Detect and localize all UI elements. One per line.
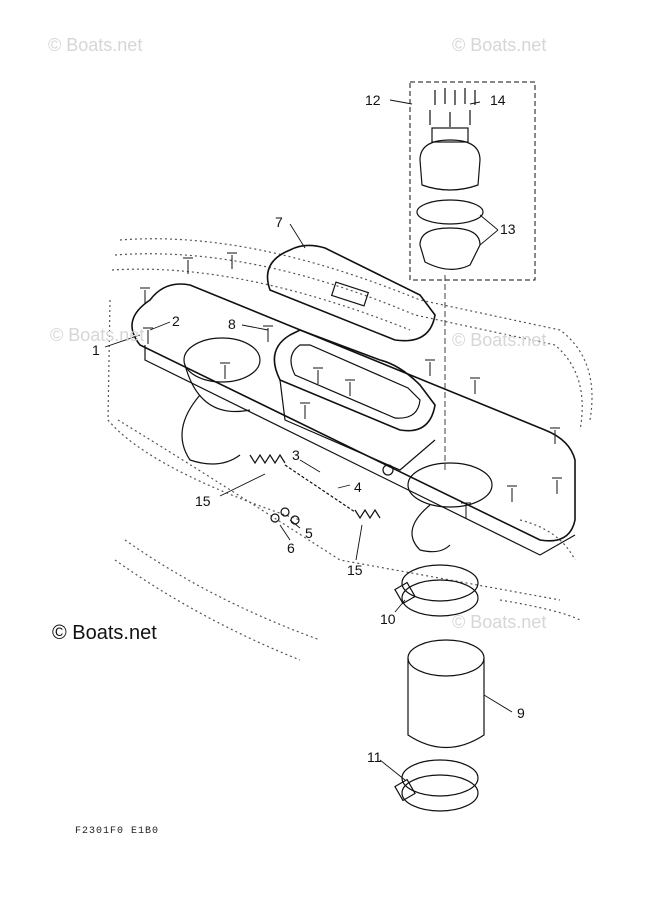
callout-14: 14 — [490, 92, 506, 108]
nut — [280, 507, 290, 517]
callout-6: 6 — [287, 540, 295, 556]
callout-12: 12 — [365, 92, 381, 108]
leader-lines — [104, 99, 513, 781]
callout-11: 11 — [367, 749, 382, 765]
nut — [270, 513, 280, 523]
watermark-main: © Boats.net — [52, 622, 157, 644]
hatch-frame — [273, 329, 436, 432]
callout-8: 8 — [228, 316, 236, 332]
callout-15: 15 — [195, 493, 211, 509]
duct-hose-top — [407, 639, 485, 677]
figure-code: F2301F0 E1B0 — [75, 826, 160, 837]
vent-assembly-box — [409, 81, 536, 281]
callout-9: 9 — [517, 705, 525, 721]
callout-3: 3 — [292, 447, 300, 463]
callout-7: 7 — [275, 214, 283, 230]
spring-left — [249, 453, 286, 465]
watermark: © Boats.net — [48, 35, 143, 55]
washer — [382, 464, 394, 476]
watermark: © Boats.net — [452, 330, 547, 350]
cover-opening — [330, 281, 370, 307]
hose-right — [411, 504, 451, 553]
duct-hose — [407, 658, 485, 749]
vent-gasket — [416, 199, 484, 225]
vent-cap — [419, 139, 481, 191]
right-duct-hole — [407, 462, 493, 508]
callout-15: 15 — [347, 562, 363, 578]
deck-plate — [131, 283, 576, 542]
watermark: © Boats.net — [452, 35, 547, 55]
callout-1: 1 — [92, 342, 100, 358]
hatch-cover — [266, 244, 436, 342]
callout-10: 10 — [380, 611, 396, 627]
spring-right — [354, 508, 381, 520]
callout-2: 2 — [172, 313, 180, 329]
watermark: © Boats.net — [50, 325, 145, 345]
screws — [140, 252, 562, 519]
clamp-upper — [401, 564, 479, 602]
vent-base — [419, 227, 481, 270]
hose-left — [181, 394, 241, 465]
left-duct-hole — [183, 337, 261, 383]
hull-outline — [107, 238, 593, 661]
washer — [290, 515, 300, 525]
callout-5: 5 — [305, 525, 313, 541]
watermark: © Boats.net — [452, 612, 547, 632]
callout-13: 13 — [500, 221, 516, 237]
callout-4: 4 — [354, 479, 362, 495]
